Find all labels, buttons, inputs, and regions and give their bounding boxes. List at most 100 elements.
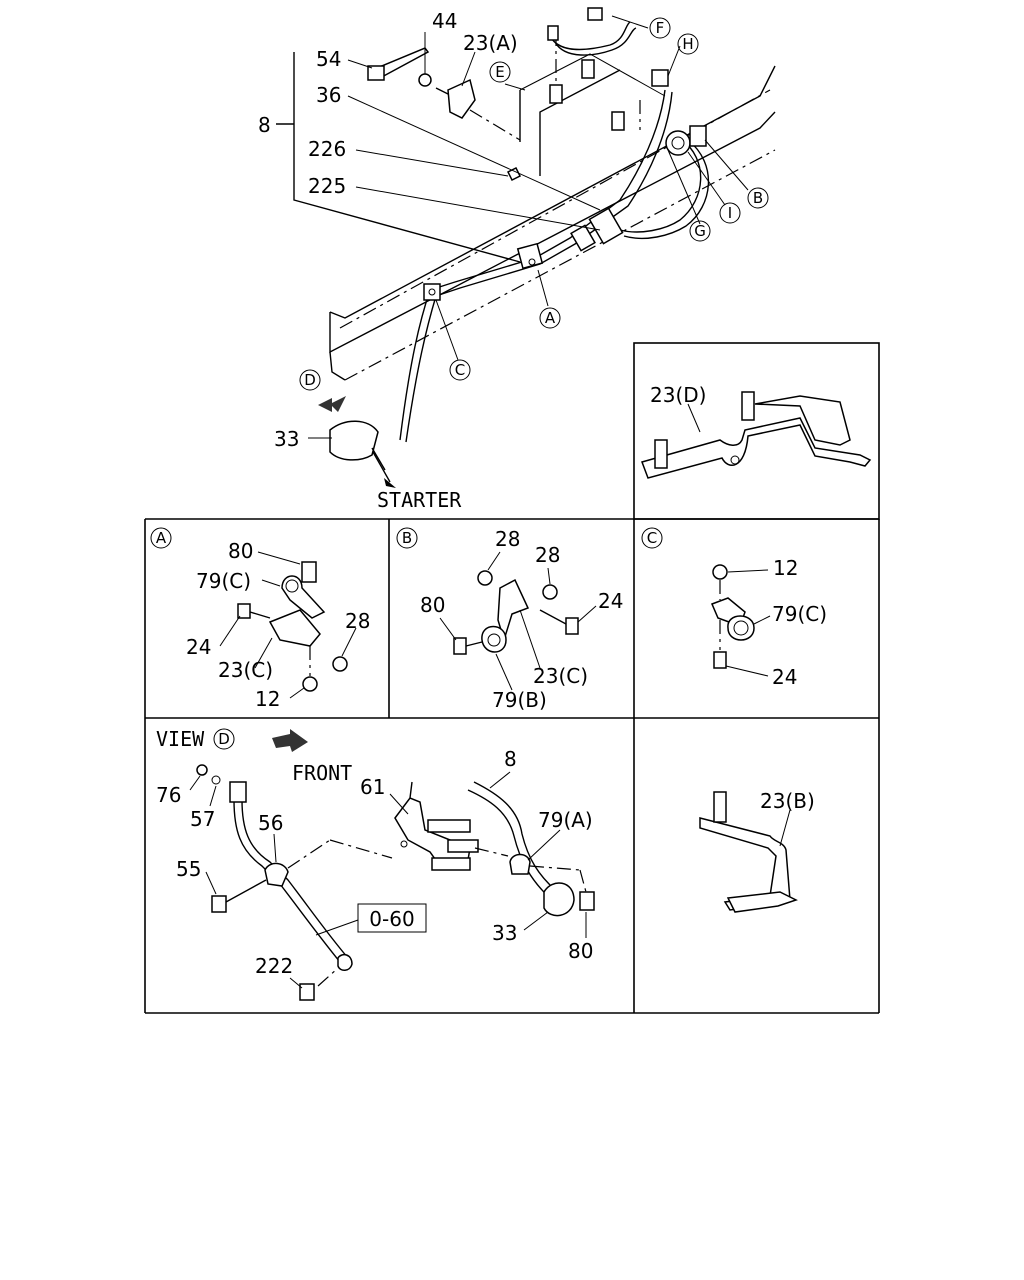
detail-b: B 28 28 80 24 23(C) 79(B) [396,527,623,712]
clip-79c [281,575,326,619]
view-d-callout: D [213,728,235,750]
battery-box [519,32,666,176]
part-61-assembly [287,781,479,871]
stud [713,791,727,823]
battery-cable-harness [399,69,710,443]
label-b-28a: 28 [495,527,520,551]
nut-44 [418,73,432,87]
ground-cable [196,764,353,1001]
svg-text:D: D [304,371,316,389]
cable-terminal [547,25,559,41]
svg-text:E: E [495,63,504,81]
main-assembly-view: 44 23(A) 54 36 8 226 225 33 STARTER E F … [258,7,776,512]
detail-bracket-23b: 23(B) [699,789,815,913]
label-225: 225 [308,174,346,198]
callout-f: F [649,17,671,39]
label-23b: 23(B) [760,789,815,813]
label-d-79a: 79(A) [538,808,593,832]
label-d-55: 55 [176,857,201,881]
svg-text:C: C [647,529,657,547]
clip-79b [481,625,507,653]
grommet [665,130,691,156]
boot-33 [543,882,575,917]
clip-56 [264,862,289,887]
label-b-23c: 23(C) [533,664,588,688]
bolt-80 [301,561,317,583]
svg-text:0-60: 0-60 [369,907,414,931]
callout-c: C [449,359,471,381]
detail-b-callout: B [396,527,418,549]
label-44: 44 [432,9,457,33]
label-8: 8 [258,113,271,137]
label-a-79c: 79(C) [196,569,251,593]
bracket-23c [268,609,321,647]
callout-h: H [677,33,699,55]
harness-connector [570,224,596,252]
cable-terminal [651,69,669,87]
callout-e: E [489,61,511,83]
label-d-8: 8 [504,747,517,771]
label-226: 226 [308,137,346,161]
battery-terminal [549,84,563,104]
label-c-12: 12 [773,556,798,580]
detail-a: A 80 79(C) 24 28 23(C) 12 [150,527,370,711]
bracket-23c [497,578,530,643]
bolt-222 [299,983,315,1001]
nut-28 [542,584,558,600]
nut-12 [302,676,318,692]
label-36: 36 [316,83,341,107]
battery-terminal [581,59,595,79]
bracket-23a [447,78,476,119]
bolt-24 [713,651,727,669]
callout-d: D [299,369,321,391]
bolt-24 [565,617,579,635]
label-starter: STARTER [377,488,462,512]
bolt-24 [237,603,251,619]
label-23a: 23(A) [463,31,518,55]
view-d-arrow [318,396,346,412]
nut-12 [712,564,728,580]
label-c-79c: 79(C) [772,602,827,626]
nut-28 [332,656,348,672]
bolt-80 [579,891,595,911]
svg-text:I: I [728,204,732,222]
detail-c: C 12 79(C) 24 [641,527,827,689]
label-a-80: 80 [228,539,253,563]
washer-57 [211,775,221,785]
frame-rail [329,65,776,381]
svg-text:B: B [753,189,763,207]
harness-connector [588,207,624,245]
relay [447,839,479,853]
detail-bracket-23d: 23(D) [641,383,872,479]
label-c-24: 24 [772,665,797,689]
label-b-24: 24 [598,589,623,613]
svg-text:B: B [402,529,412,547]
label-front: FRONT [292,761,352,785]
svg-text:C: C [455,361,465,379]
cable-terminal [337,953,353,971]
label-54: 54 [316,47,341,71]
nut-76 [196,764,208,776]
clamp-c [423,283,441,301]
label-b-80: 80 [420,593,445,617]
cable-8-view-d [467,781,595,917]
leader-lines [308,15,749,439]
svg-text:F: F [656,19,665,37]
positive-cable-upper [547,7,637,56]
label-d-56: 56 [258,811,283,835]
bolt-80 [453,637,467,655]
nut-28 [477,570,493,586]
stud [654,439,668,469]
svg-text:G: G [694,222,706,240]
label-d-222: 222 [255,954,293,978]
svg-text:D: D [218,730,230,748]
bolt-55 [211,895,227,913]
part-54-connector [367,65,385,81]
label-a-24: 24 [186,635,211,659]
reference-box-0-60: 0-60 [357,903,427,933]
terminal-boot-33 [329,420,396,488]
label-d-61: 61 [360,775,385,799]
label-33: 33 [274,427,299,451]
svg-text:H: H [682,35,693,53]
